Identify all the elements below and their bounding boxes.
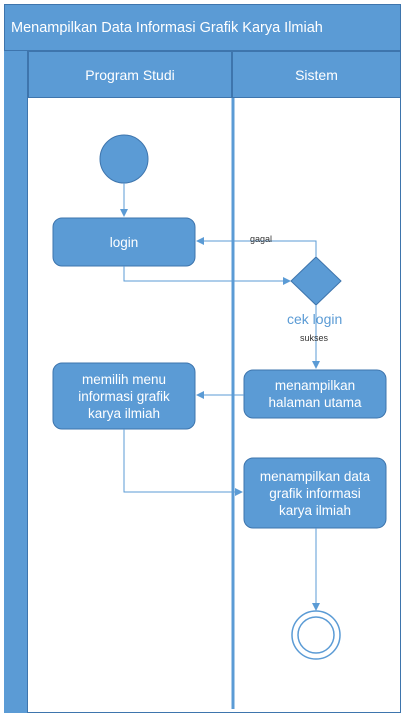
start-node <box>99 134 149 184</box>
decision-cek-login <box>290 256 342 306</box>
swimlane-frame <box>4 4 401 713</box>
lane-header-program-studi: Program Studi <box>28 51 232 98</box>
action-login <box>52 217 196 267</box>
diagram-title: Menampilkan Data Informasi Grafik Karya … <box>4 4 401 51</box>
lane-body-sistem <box>232 98 401 709</box>
edge-login-decision <box>123 266 291 285</box>
edge-label-fail: gagal <box>250 234 273 244</box>
end-node-inner <box>297 616 335 654</box>
lane-header-sistem: Sistem <box>232 51 401 98</box>
action-home <box>243 369 387 419</box>
edge-label-success: sukses <box>300 333 329 343</box>
action-show <box>243 457 387 529</box>
edge-menu-show <box>123 429 243 496</box>
pool-side-strip <box>4 51 28 713</box>
action-menu <box>52 362 196 430</box>
edge-decision-login-fail <box>196 237 317 257</box>
decision-label: cek login <box>287 311 343 327</box>
